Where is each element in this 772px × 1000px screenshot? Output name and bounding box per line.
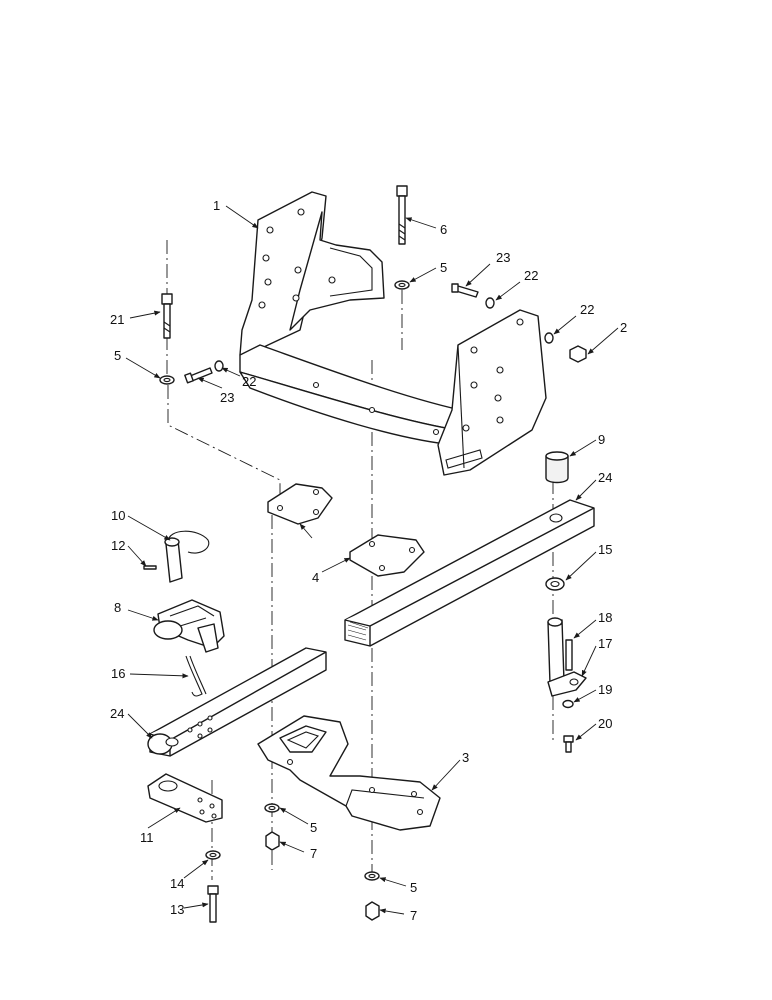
callout-12: 12 xyxy=(111,538,125,553)
callout-11: 11 xyxy=(140,830,154,845)
callout-18: 18 xyxy=(598,610,612,625)
callout-20: 20 xyxy=(598,716,612,731)
callout-15: 15 xyxy=(598,542,612,557)
callout-19: 19 xyxy=(598,682,612,697)
callout-14: 14 xyxy=(170,876,184,891)
callout-5: 5 xyxy=(310,820,317,835)
callout-17: 17 xyxy=(598,636,612,651)
pin-bracket xyxy=(547,617,587,697)
callout-22: 22 xyxy=(580,302,594,317)
callout-7: 7 xyxy=(310,846,317,861)
callout-9: 9 xyxy=(598,432,605,447)
spring-pin xyxy=(185,655,207,697)
callout-24: 24 xyxy=(110,706,124,721)
callout-8: 8 xyxy=(114,600,121,615)
hitch-clevis xyxy=(153,599,225,653)
callout-23: 23 xyxy=(220,390,234,405)
callout-2: 2 xyxy=(620,320,627,335)
leader-lines xyxy=(125,205,619,915)
callout-5: 5 xyxy=(410,880,417,895)
callout-4: 4 xyxy=(312,570,319,585)
callout-5: 5 xyxy=(114,348,121,363)
callout-16: 16 xyxy=(111,666,125,681)
front-support-frame xyxy=(239,191,547,476)
callout-22: 22 xyxy=(242,374,256,389)
callout-1: 1 xyxy=(213,198,220,213)
callout-7: 7 xyxy=(410,908,417,923)
callout-21: 21 xyxy=(110,312,124,327)
callout-24: 24 xyxy=(598,470,612,485)
callout-labels: 1 6 5 23 22 22 2 21 5 23 22 9 24 10 12 4… xyxy=(110,198,627,923)
callout-5: 5 xyxy=(440,260,447,275)
mounting-plates xyxy=(267,483,425,577)
bushing xyxy=(545,451,569,484)
callout-10: 10 xyxy=(111,508,125,523)
fasteners xyxy=(159,185,587,923)
hitch-pin xyxy=(143,530,210,583)
callout-6: 6 xyxy=(440,222,447,237)
drawbar-right xyxy=(344,499,595,647)
callout-22: 22 xyxy=(524,268,538,283)
tie-plate xyxy=(147,773,223,823)
callout-23: 23 xyxy=(496,250,510,265)
drawbar-left xyxy=(147,647,327,757)
callout-13: 13 xyxy=(170,902,184,917)
lower-bracket xyxy=(257,715,441,831)
callout-3: 3 xyxy=(462,750,469,765)
